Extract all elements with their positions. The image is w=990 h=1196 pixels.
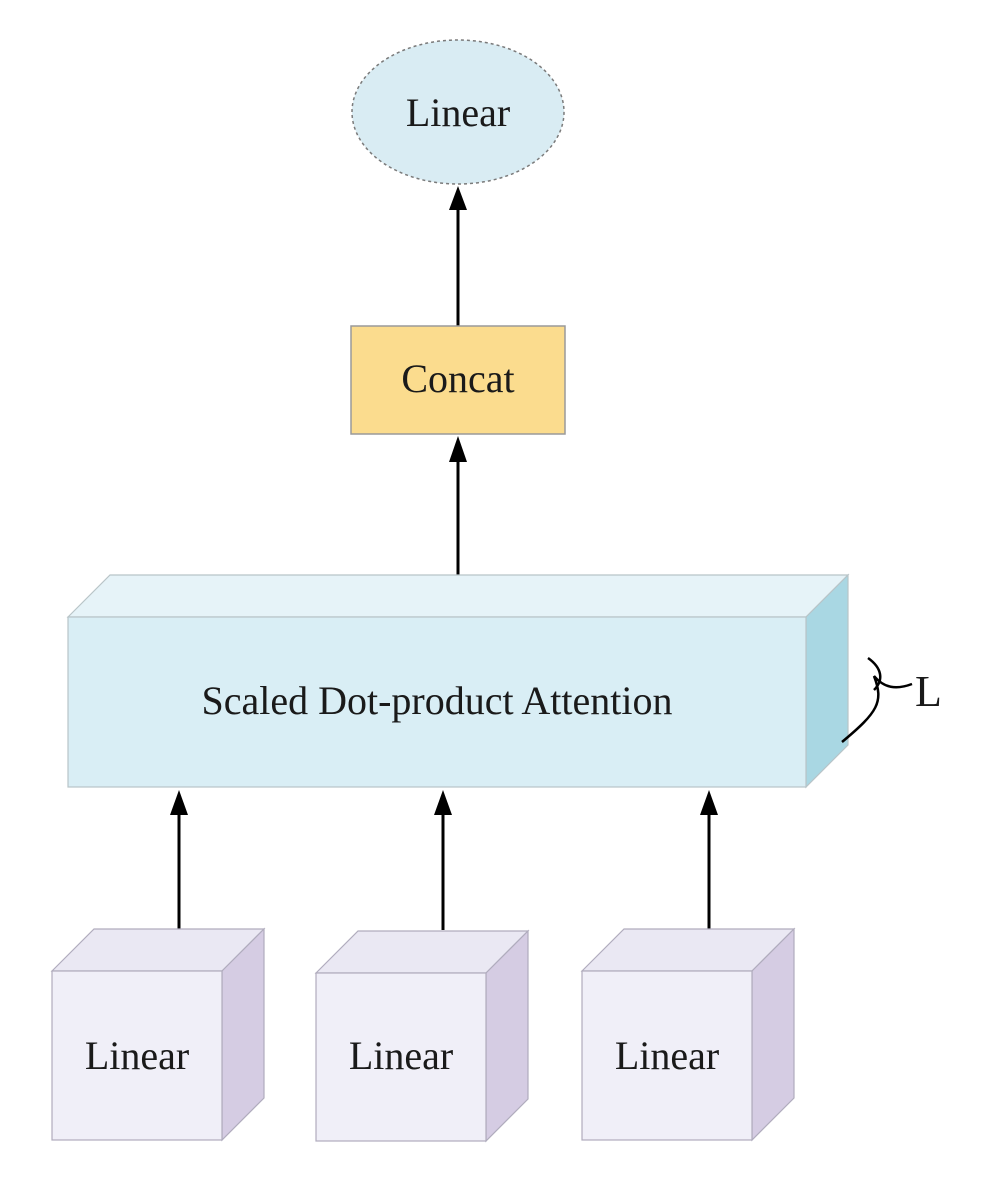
attention-block-label: Scaled Dot-product Attention	[201, 678, 672, 723]
input-cube-2-front	[315, 972, 487, 1142]
repeat-brace	[841, 675, 913, 743]
concat-box	[350, 325, 566, 435]
output-linear-label: Linear	[406, 90, 510, 135]
output-linear-ellipse	[351, 39, 565, 185]
input-linear-node-2: Linear	[314, 929, 530, 1143]
input-cube-1-front	[51, 970, 223, 1141]
concat-node: Concat	[350, 325, 566, 435]
input-linear-label-1: Linear	[85, 1033, 189, 1078]
arrow-concat-to-linear	[449, 186, 467, 326]
input-cube-3-front	[581, 970, 753, 1141]
concat-label: Concat	[401, 356, 514, 401]
input-linear-node-3: Linear	[580, 927, 796, 1142]
arrow-input-3-to-attention	[700, 790, 718, 930]
attention-block-front	[67, 616, 807, 788]
input-linear-label-2: Linear	[349, 1033, 453, 1078]
input-linear-label-3: Linear	[615, 1033, 719, 1078]
arrow-input-1-to-attention	[170, 790, 188, 930]
arrow-input-2-to-attention	[434, 790, 452, 930]
attention-block-top	[66, 574, 850, 618]
input-linear-node-1: Linear	[50, 927, 266, 1142]
attention-block: Scaled Dot-product Attention	[66, 573, 850, 789]
repeat-label: L	[915, 667, 942, 716]
repeat-indicator: L	[841, 656, 942, 743]
output-linear-node: Linear	[351, 39, 565, 185]
